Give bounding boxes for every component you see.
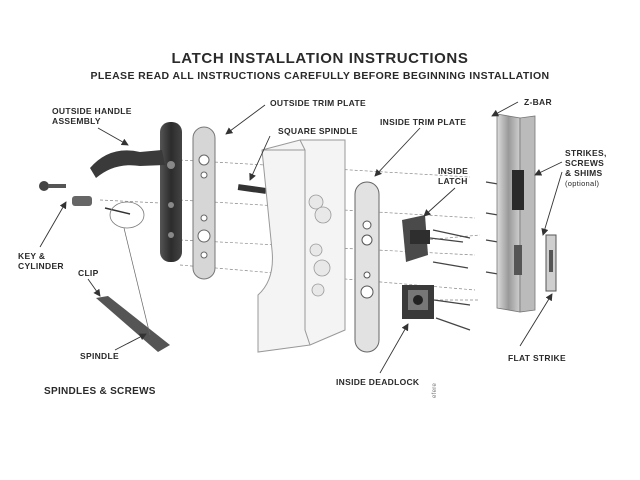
label-key-cylinder: KEY & CYLINDER — [18, 251, 64, 271]
outside-handle-assembly — [90, 122, 182, 262]
door-panel — [257, 139, 346, 353]
z-bar — [496, 113, 536, 313]
flat-strike — [545, 234, 557, 292]
label-outside-trim-plate: OUTSIDE TRIM PLATE — [270, 98, 366, 108]
square-spindle — [237, 184, 267, 194]
cylinder-icon — [72, 196, 92, 206]
inside-trim-plate — [354, 181, 380, 353]
label-z-bar: Z-BAR — [524, 97, 552, 107]
page-title: LATCH INSTALLATION INSTRUCTIONS — [171, 50, 469, 67]
page-subtitle: PLEASE READ ALL INSTRUCTIONS CAREFULLY B… — [90, 70, 550, 82]
outside-trim-plate — [192, 126, 216, 280]
label-strikes: STRIKES, SCREWS & SHIMS (optional) — [565, 148, 607, 188]
key-icon — [39, 181, 66, 191]
screws — [432, 181, 499, 331]
label-inside-latch: INSIDE LATCH — [438, 166, 469, 186]
clip-callout-line — [123, 227, 151, 336]
label-flat-strike: FLAT STRIKE — [508, 353, 566, 363]
clip — [104, 201, 145, 229]
label-square-spindle: SQUARE SPINDLE — [278, 126, 358, 136]
inside-latch — [402, 215, 464, 262]
label-outside-handle: OUTSIDE HANDLE ASSEMBLY — [52, 106, 132, 126]
label-clip: CLIP — [78, 268, 99, 278]
inside-deadlock — [402, 285, 471, 319]
label-inside-trim-plate: INSIDE TRIM PLATE — [380, 117, 467, 127]
spindle — [96, 296, 170, 352]
label-spindles-screws: SPINDLES & SCREWS — [44, 386, 156, 397]
leader-arrows — [39, 101, 563, 374]
label-spindle: SPINDLE — [80, 351, 119, 361]
door-spindle-tubes — [308, 194, 332, 297]
label-inside-deadlock: INSIDE DEADLOCK — [336, 377, 420, 387]
